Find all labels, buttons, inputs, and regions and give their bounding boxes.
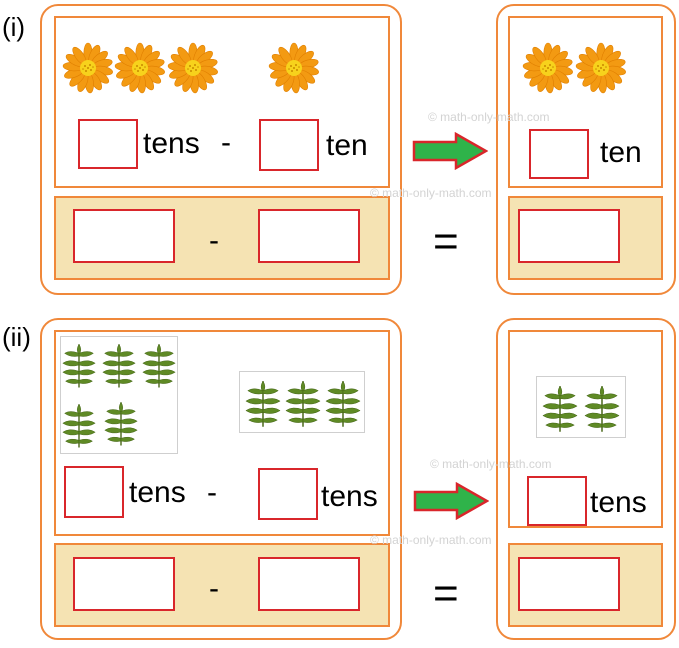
number-input-left[interactable] [73,557,175,611]
result-tens-input[interactable] [527,476,587,526]
unit-word-right: ten [326,129,368,162]
green-right-arrow-icon [413,482,489,520]
result-frame [496,318,676,640]
tens-count-input-left[interactable] [64,466,124,518]
leaf-picture-result [536,376,626,438]
leaf-picture-right [239,371,365,433]
minus-sign: - [209,572,219,605]
orange-daisy-icon [167,42,219,94]
leaf-sprig-icon [284,376,322,430]
minus-sign: - [221,126,231,159]
tens-count-input-right[interactable] [259,119,319,171]
equals-sign: = [433,569,459,618]
number-input-left[interactable] [73,209,175,263]
orange-daisy-icon [62,42,114,94]
result-number-input[interactable] [518,557,620,611]
result-tens-input[interactable] [529,129,589,179]
number-input-right[interactable] [258,557,360,611]
result-number-input[interactable] [518,209,620,263]
problem-label: (ii) [2,322,31,352]
leaf-sprig-icon [61,399,97,451]
minus-sign: - [209,224,219,257]
green-right-arrow-icon [412,132,488,170]
watermark: © math-only-math.com [370,533,492,547]
number-input-right[interactable] [258,209,360,263]
result-frame [496,4,676,295]
tens-count-input-right[interactable] [258,468,318,520]
orange-daisy-icon [268,42,320,94]
result-unit-word: ten [600,136,642,169]
subtraction-frame [40,318,402,640]
leaf-sprig-icon [101,339,137,391]
leaf-sprig-icon [61,339,97,391]
leaf-sprig-icon [541,381,579,435]
subtraction-frame [40,4,402,295]
watermark: © math-only-math.com [430,457,552,471]
result-unit-word: tens [590,486,647,519]
leaf-sprig-icon [141,339,177,391]
orange-daisy-icon [522,42,574,94]
watermark: © math-only-math.com [428,110,550,124]
equals-sign: = [433,217,459,266]
problem-label: (i) [2,12,26,42]
minus-sign: - [207,476,217,509]
leaf-picture-left [60,336,178,454]
leaf-sprig-icon [103,397,139,449]
unit-word-left: tens [143,127,200,160]
leaf-sprig-icon [324,376,362,430]
orange-daisy-icon [575,42,627,94]
leaf-sprig-icon [244,376,282,430]
orange-daisy-icon [114,42,166,94]
unit-word-left: tens [129,476,186,509]
tens-count-input-left[interactable] [78,119,138,169]
watermark: © math-only-math.com [370,186,492,200]
leaf-sprig-icon [583,381,621,435]
unit-word-right: tens [321,480,378,513]
